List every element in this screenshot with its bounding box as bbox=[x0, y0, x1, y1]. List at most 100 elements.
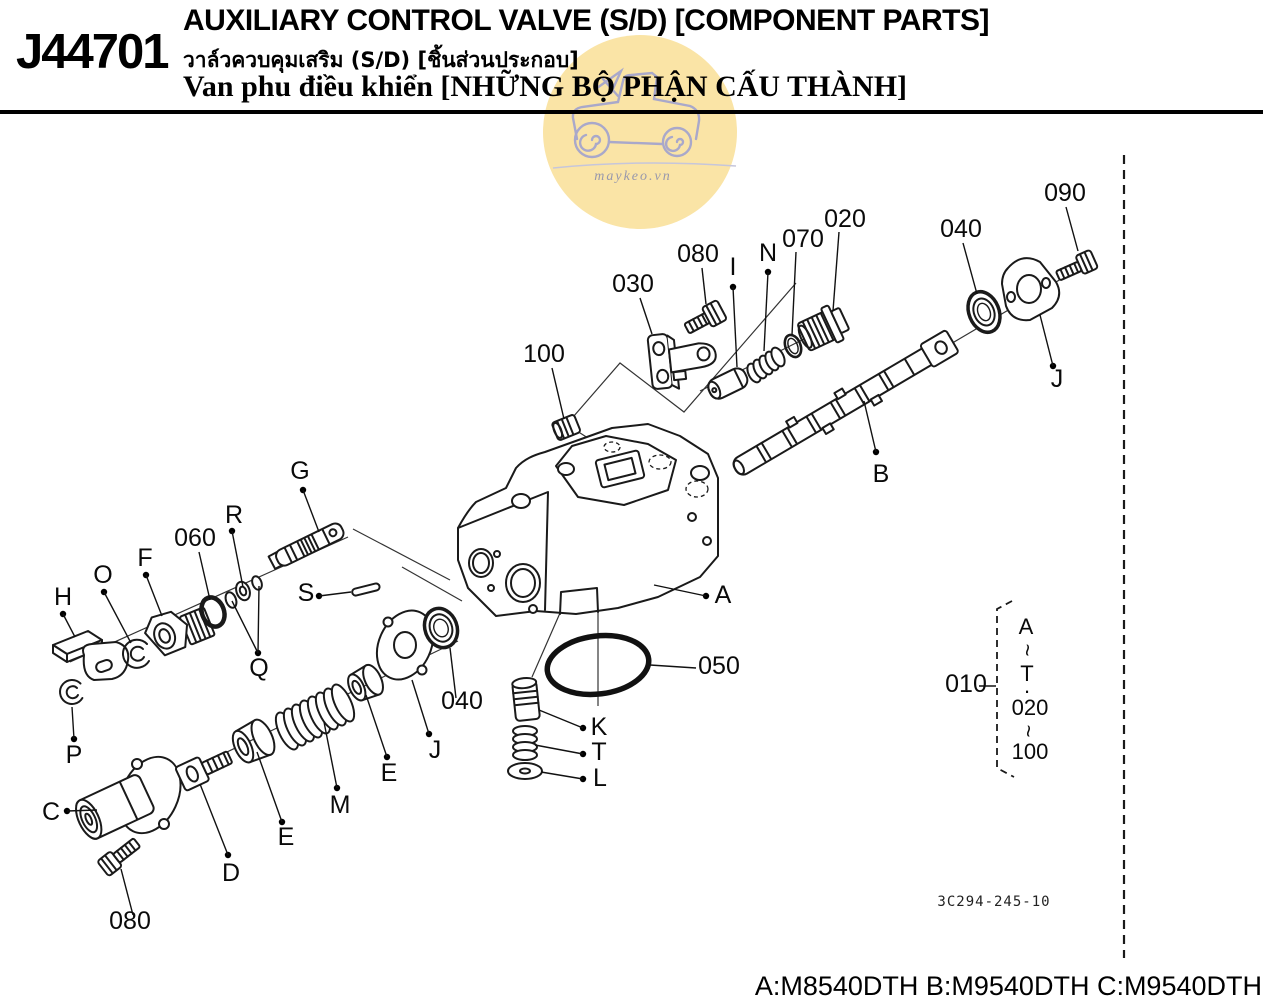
callout-a: A bbox=[653, 581, 732, 609]
title-vietnamese: Van phu điều khiển [NHỮNG BỘ PHẬN CẤU TH… bbox=[183, 70, 908, 103]
part-spool-b bbox=[732, 329, 959, 476]
part-plug-020 bbox=[797, 304, 850, 352]
svg-text:D: D bbox=[222, 859, 240, 887]
callout-f: F bbox=[137, 544, 163, 617]
svg-text:L: L bbox=[593, 764, 607, 792]
svg-text:E: E bbox=[381, 759, 398, 787]
svg-text:070: 070 bbox=[782, 225, 824, 253]
svg-text:J: J bbox=[429, 736, 442, 764]
part-bolt-080-lower bbox=[97, 837, 141, 877]
ref-group-010: A ~ T · 020 ~ 100 bbox=[996, 600, 1049, 778]
svg-text:M: M bbox=[330, 791, 351, 819]
svg-text:K: K bbox=[591, 713, 608, 741]
callout-t: T bbox=[534, 738, 607, 766]
callout-e-1: E bbox=[256, 751, 295, 851]
callout-q: Q bbox=[231, 585, 269, 682]
svg-text:040: 040 bbox=[441, 687, 483, 715]
callout-r: R bbox=[225, 501, 244, 588]
svg-text:E: E bbox=[278, 823, 295, 851]
callout-n: N bbox=[759, 239, 777, 352]
svg-text:T: T bbox=[591, 738, 606, 766]
callout-d: D bbox=[199, 783, 240, 887]
svg-text:030: 030 bbox=[612, 270, 654, 298]
part-bushing-e-2 bbox=[347, 663, 384, 702]
svg-text:Q: Q bbox=[249, 654, 268, 682]
callout-020: 020 bbox=[824, 205, 866, 312]
callout-l: L bbox=[540, 764, 607, 792]
callout-h: H bbox=[54, 583, 76, 638]
watermark-circle bbox=[543, 35, 737, 229]
part-spool-g bbox=[267, 522, 345, 570]
title-english: AUXILIARY CONTROL VALVE (S/D) [COMPONENT… bbox=[183, 4, 989, 37]
part-ering-p bbox=[59, 679, 84, 705]
callout-b: B bbox=[863, 400, 890, 488]
part-plug-f bbox=[144, 606, 216, 657]
part-bushing-e-1 bbox=[231, 718, 276, 764]
part-spring-n bbox=[746, 346, 786, 384]
part-washer-l bbox=[507, 762, 543, 780]
ref-tilde: ~ bbox=[1016, 725, 1041, 738]
svg-text:080: 080 bbox=[109, 907, 151, 935]
part-cap-c bbox=[75, 755, 182, 840]
watermark: maykeo.vn bbox=[543, 35, 737, 229]
part-plug-100 bbox=[551, 414, 581, 441]
callout-030: 030 bbox=[612, 270, 654, 335]
callout-040-lower: 040 bbox=[441, 647, 483, 715]
callout-050: 050 bbox=[649, 652, 740, 680]
svg-text:080: 080 bbox=[677, 240, 719, 268]
svg-text:C: C bbox=[42, 798, 60, 826]
part-flange-j-lower bbox=[375, 609, 435, 681]
svg-text:060: 060 bbox=[174, 524, 216, 552]
svg-text:G: G bbox=[290, 457, 309, 485]
part-plunger-i bbox=[707, 367, 749, 400]
title-thai: วาล์วควบคุมเสริม (S/D) [ชิ้นส่วนประกอบ] bbox=[183, 48, 579, 72]
svg-text:090: 090 bbox=[1044, 179, 1086, 207]
part-bracket-030 bbox=[646, 333, 717, 390]
callout-100: 100 bbox=[523, 340, 565, 420]
svg-text:B: B bbox=[873, 460, 890, 488]
page-header: J44701 AUXILIARY CONTROL VALVE (S/D) [CO… bbox=[0, 0, 1263, 118]
callout-080-upper: 080 bbox=[677, 240, 719, 305]
svg-text:S: S bbox=[298, 579, 315, 607]
part-pin-s bbox=[351, 582, 381, 597]
part-oring-070 bbox=[783, 333, 803, 359]
part-oring-050 bbox=[544, 632, 652, 698]
svg-text:040: 040 bbox=[940, 215, 982, 243]
part-poppet-k bbox=[511, 676, 541, 722]
header-divider bbox=[0, 110, 1263, 114]
part-ering-o bbox=[122, 638, 150, 669]
part-flange-j-upper bbox=[1001, 257, 1061, 322]
svg-text:H: H bbox=[54, 583, 72, 611]
ref-item: 100 bbox=[1012, 739, 1049, 764]
part-bolt-080-upper bbox=[683, 299, 727, 334]
part-bolt-d bbox=[175, 750, 233, 792]
callout-060: 060 bbox=[174, 524, 216, 601]
callout-090: 090 bbox=[1044, 179, 1086, 252]
callout-040-upper: 040 bbox=[940, 215, 982, 295]
page-code: J44701 bbox=[16, 25, 170, 79]
ref-item: 020 bbox=[1012, 695, 1049, 720]
callout-k: K bbox=[538, 709, 608, 741]
svg-text:010: 010 bbox=[945, 670, 987, 698]
svg-text:N: N bbox=[759, 239, 777, 267]
callout-j-upper: J bbox=[1039, 314, 1064, 393]
svg-text:J: J bbox=[1051, 365, 1064, 393]
svg-text:F: F bbox=[137, 544, 152, 572]
callout-j-lower: J bbox=[411, 679, 442, 764]
svg-text:100: 100 bbox=[523, 340, 565, 368]
callout-010: 010 bbox=[945, 670, 996, 698]
part-bolt-090 bbox=[1055, 249, 1099, 281]
svg-text:R: R bbox=[225, 501, 243, 529]
svg-text:050: 050 bbox=[698, 652, 740, 680]
watermark-text: maykeo.vn bbox=[594, 169, 671, 184]
part-valve-body bbox=[457, 423, 719, 617]
svg-text:I: I bbox=[730, 253, 737, 281]
part-spring-m bbox=[274, 683, 356, 751]
callout-m: M bbox=[323, 721, 351, 819]
callout-g: G bbox=[290, 457, 320, 533]
svg-text:P: P bbox=[66, 741, 83, 769]
part-washer-q-2 bbox=[251, 575, 263, 591]
part-lever-h bbox=[52, 630, 130, 681]
